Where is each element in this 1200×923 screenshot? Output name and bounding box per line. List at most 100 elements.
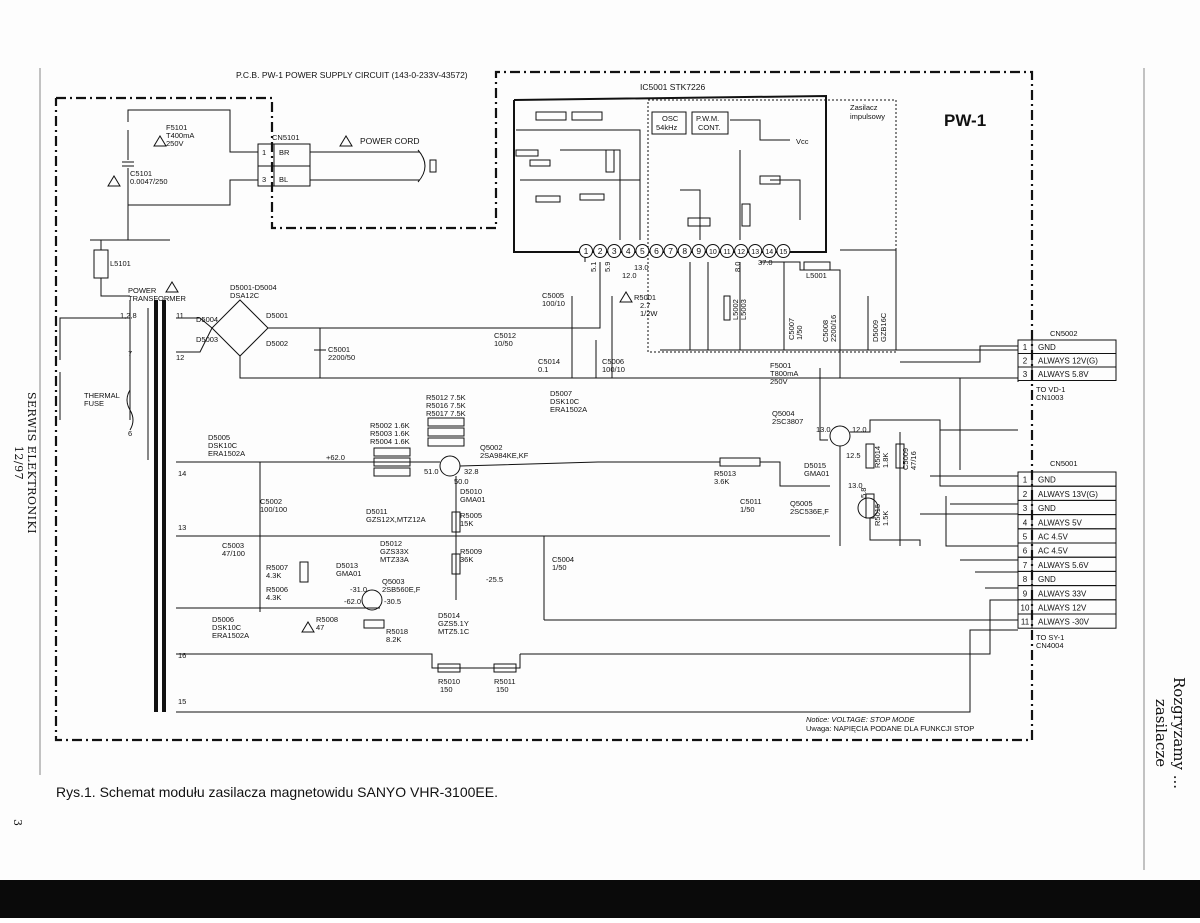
voltage-13-0-a: 13.0 [634,263,649,272]
cn5001-to-1: TO SY-1 [1036,633,1064,642]
c5008-label-1: C5008 [821,320,830,342]
ic-pin-10 [705,244,720,258]
connector-pin-number: 3 [1023,504,1028,513]
ic-pin-15 [776,244,791,258]
ic-pin-number: 15 [780,249,788,256]
c5001-label-1: C5001 [328,345,350,354]
transformer-pin-11: 11 [176,311,184,320]
warning-icon [153,135,167,147]
connector-pin-number: 2 [1023,490,1028,499]
ic-pin-4 [621,244,636,258]
q5004-label-1: Q5004 [772,409,795,418]
d5010-label-2: GMA01 [460,495,485,504]
ic-pin-number: 2 [598,246,603,256]
voltage-13-0-b: 13.0 [816,425,831,434]
r5006-label-2: 4.3K [266,593,281,602]
connector-pin-label: AC 4.5V [1038,533,1068,542]
power-cord-label: POWER CORD [360,136,420,146]
side-label-right: Rozgryzamy ... zasilacze [1152,676,1188,790]
r5010-label-1: R5010 [438,677,460,686]
r5016-label: R5016 7.5K [426,401,466,410]
ic-pin-14 [762,244,777,258]
r5008-label-2: 47 [316,623,324,632]
r5005-label-1: R5005 [460,511,482,520]
transformer-pin-15: 15 [178,697,186,706]
cn5002-title: CN5002 [1050,329,1078,338]
notice-line-2: Uwaga: NAPIĘCIA PODANE DLA FUNKCJI STOP [806,724,974,733]
connector-label-cell [1031,366,1117,381]
module-label: PW-1 [944,111,986,130]
c5012-label-2: 10/50 [494,339,513,348]
c5007-label-1: C5007 [787,318,796,340]
ic-pin-number: 14 [765,249,773,256]
r5003-label: R5003 1.6K [370,429,410,438]
d5001-d5004-label-2: DSA12C [230,291,260,300]
d5011-label-1: D5011 [366,507,388,516]
vcc-label: Vcc [796,137,809,146]
r5015-label-2: 1.5K [881,511,890,526]
connector-pin-number: 10 [1021,604,1030,613]
ic-pin-number: 11 [723,249,730,256]
r5007-label-2: 4.3K [266,571,281,580]
r5006-label-1: R5006 [266,585,288,594]
connector-pin-number: 1 [1023,476,1028,485]
c5003-label-1: C5003 [222,541,244,550]
d5002-label: D5002 [266,339,288,348]
page-number: 3 [11,819,24,826]
ic-pin-9 [691,244,706,258]
f5101-label-2: T400mA [166,131,194,140]
d5013-label-2: GMA01 [336,569,361,578]
cn5101-label: CN5101 [272,133,300,142]
q5005-label-2: 2SC536E,F [790,507,829,516]
voltage-12-0-a: 12.0 [622,271,637,280]
r5001-label-2: 2.7 [640,301,650,310]
d5006-label-3: ERA1502A [212,631,249,640]
ic-pin-number: 5 [640,246,645,256]
voltage-13-0-c: 13.0 [848,481,863,490]
d5006-label-1: D5006 [212,615,234,624]
d5012-label-3: MTZ33A [380,555,409,564]
connector-pin-label: ALWAYS 12V(G) [1038,357,1098,366]
ic-pin-number: 7 [668,246,673,256]
ic-pin-number: 8 [682,246,687,256]
transformer-pin-7: 7 [128,349,132,358]
r5014-label-1: R5014 [873,446,882,468]
d5015-label-1: D5015 [804,461,826,470]
transformer-pin-16: 16 [178,651,186,660]
c5011-label-1: C5011 [740,497,762,506]
c5004-label-2: 1/50 [552,563,567,572]
r5005-label-2: 15K [460,519,473,528]
voltage-minus-30-5: -30.5 [384,597,401,606]
r5004-label: R5004 1.6K [370,437,410,446]
connector-pin-label: ALWAYS 5.6V [1038,561,1089,570]
l5101-label: L5101 [110,259,131,268]
f5101-label-1: F5101 [166,123,187,132]
connector-pin-number: 9 [1023,589,1028,598]
thermal-fuse-label-2: FUSE [84,399,104,408]
osc-label-1: OSC [662,114,679,123]
thermal-fuse-label-1: THERMAL [84,391,120,400]
ic-pin-number: 13 [751,249,759,256]
r5012-label: R5012 7.5K [426,393,466,402]
f5001-label-1: F5001 [770,361,791,370]
d5001-label: D5001 [266,311,288,320]
ic-pin-number: 12 [737,249,745,256]
d5005-label-3: ERA1502A [208,449,245,458]
connector-label-cell [1031,613,1117,629]
ic-pin-2 [593,244,608,258]
cn5002-to-2: CN1003 [1036,393,1064,402]
voltage-5-1: 5.1 [589,262,598,272]
c5002-label-1: C5002 [260,497,282,506]
d5009-label-2: GZB16C [879,312,888,342]
voltage-5-9: 5.9 [603,262,612,272]
d5006-label-2: DSK10C [212,623,242,632]
r5009-label-1: R5009 [460,547,482,556]
r5013-label-1: R5013 [714,469,736,478]
d5012-label-1: D5012 [380,539,402,548]
c5005-label-1: C5005 [542,291,564,300]
osc-label-2: 54kHz [656,123,678,132]
c5014-label-2: 0.1 [538,365,548,374]
connector-pin-label: ALWAYS 12V [1038,604,1087,613]
ic-pin-7 [663,244,678,258]
